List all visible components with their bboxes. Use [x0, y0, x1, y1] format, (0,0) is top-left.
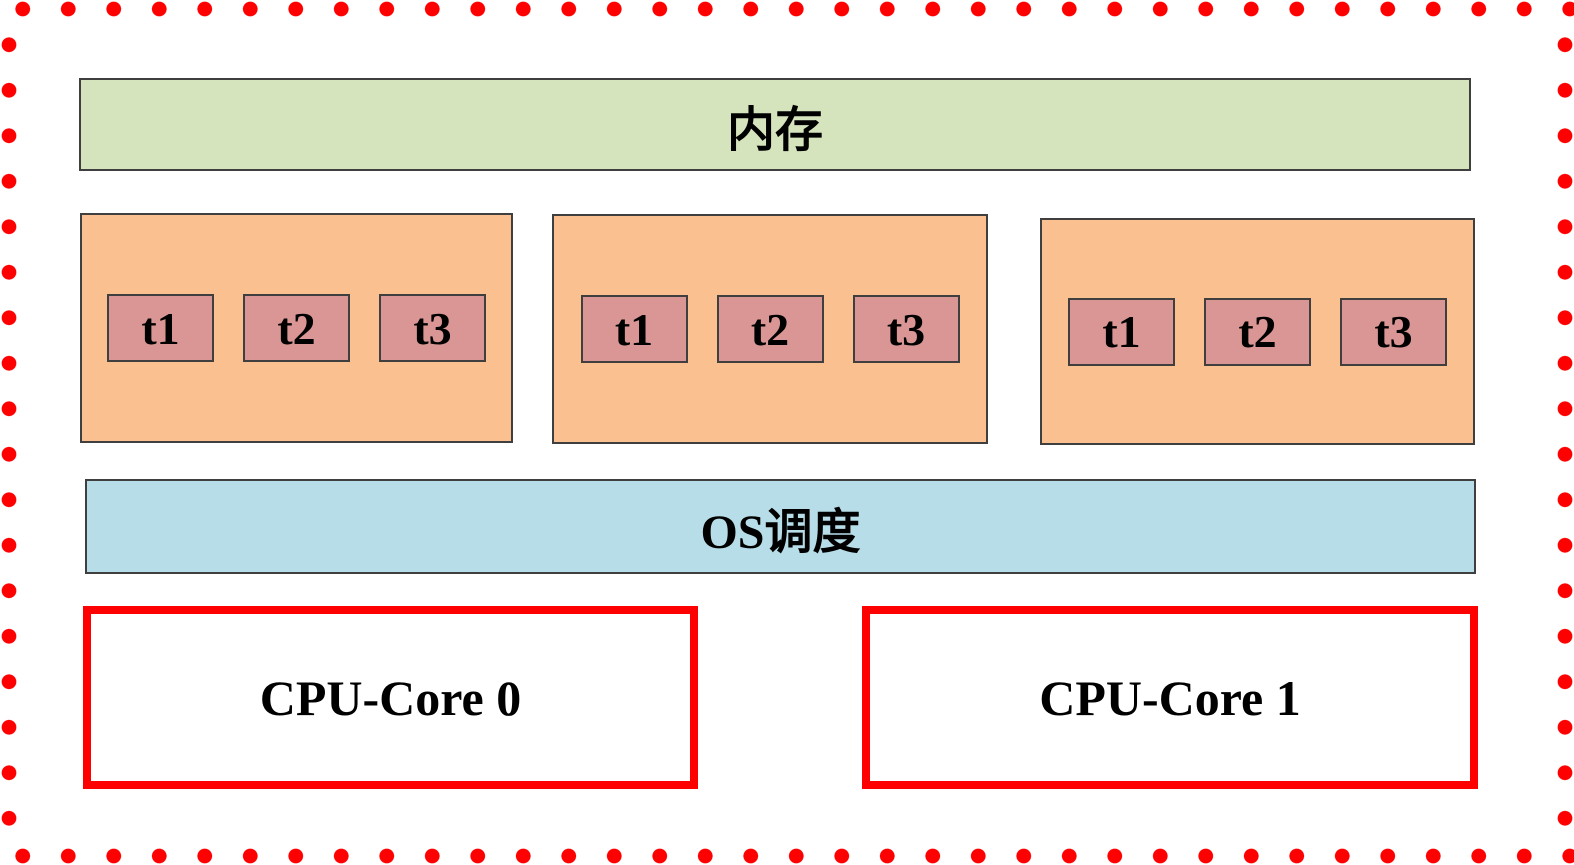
thread-box-t3: t3 [1340, 297, 1447, 366]
cpu-core-0-box: CPU-Core 0 [83, 606, 698, 789]
thread-label: t1 [614, 303, 654, 355]
os-scheduler-label: OS调度 [700, 505, 861, 559]
cpu-core-1-box: CPU-Core 1 [862, 606, 1478, 789]
thread-group-0: t1 t2 t3 [80, 213, 513, 443]
thread-box-t2: t2 [1204, 297, 1311, 366]
thread-group-2: t1 t2 t3 [1040, 218, 1475, 445]
thread-box-t1: t1 [580, 295, 688, 363]
thread-label: t3 [413, 302, 452, 354]
thread-box-t2: t2 [716, 295, 824, 363]
dotted-border-top [0, 1, 1574, 17]
thread-label: t2 [1238, 306, 1277, 357]
thread-box-t2: t2 [243, 294, 350, 362]
memory-box: 内存 [79, 78, 1471, 171]
thread-box-t1: t1 [107, 294, 214, 362]
dotted-border-bottom [0, 848, 1574, 864]
cpu-core-1-label: CPU-Core 1 [1039, 669, 1301, 726]
cpu-core-0-label: CPU-Core 0 [259, 669, 522, 726]
os-scheduler-box: OS调度 [85, 479, 1476, 574]
thread-box-t3: t3 [852, 295, 960, 363]
thread-label: t2 [750, 303, 790, 355]
dotted-border-right [1557, 22, 1573, 843]
thread-box-t3: t3 [379, 294, 486, 362]
dotted-border-left [1, 22, 17, 843]
thread-label: t1 [1102, 306, 1141, 357]
thread-label: t3 [886, 303, 926, 355]
thread-group-1: t1 t2 t3 [552, 214, 988, 444]
thread-label: t1 [141, 302, 180, 354]
thread-label: t3 [1374, 306, 1413, 357]
thread-label: t2 [277, 302, 316, 354]
thread-box-t1: t1 [1068, 297, 1175, 366]
memory-label: 内存 [726, 103, 823, 157]
